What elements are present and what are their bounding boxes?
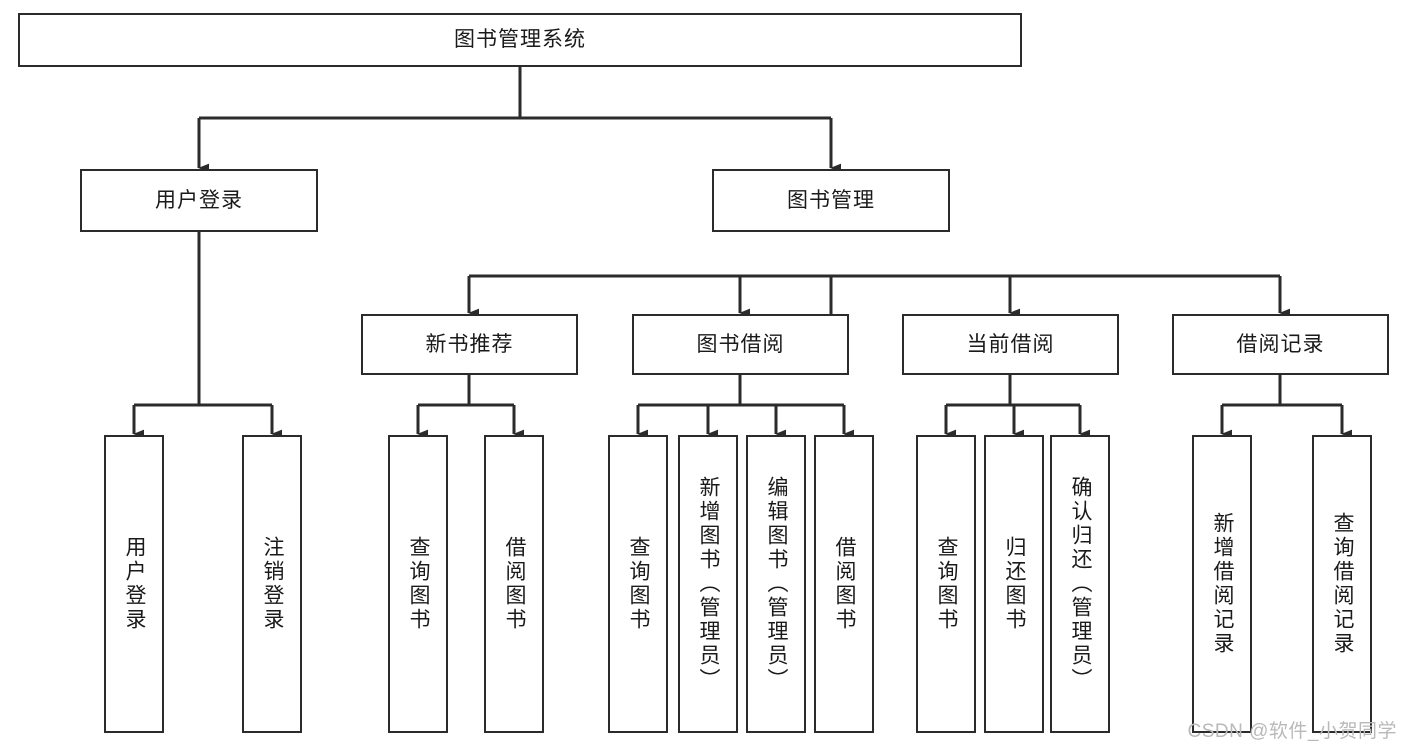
- node-book-manage-label: 图书管理: [787, 188, 875, 212]
- node-current-borrow-label: 当前借阅: [966, 332, 1055, 356]
- node-leaf-query-borrow-record[interactable]: 查询借阅记录: [1312, 435, 1372, 733]
- node-leaf-borrow-book-1-label: 借阅图书: [503, 536, 527, 632]
- node-leaf-query-book-2[interactable]: 查询图书: [608, 435, 668, 733]
- node-leaf-query-book-1[interactable]: 查询图书: [388, 435, 448, 733]
- node-leaf-add-book-admin-label: 新增图书（管理员）: [697, 476, 721, 692]
- node-leaf-return-book[interactable]: 归还图书: [984, 435, 1044, 733]
- node-new-book-recommend-label: 新书推荐: [425, 332, 514, 356]
- node-leaf-edit-book-admin-label: 编辑图书（管理员）: [765, 476, 789, 692]
- node-borrow-record[interactable]: 借阅记录: [1172, 314, 1389, 375]
- node-book-manage[interactable]: 图书管理: [712, 169, 950, 232]
- node-leaf-user-login[interactable]: 用户登录: [104, 435, 164, 733]
- node-book-borrow[interactable]: 图书借阅: [632, 314, 849, 375]
- node-leaf-add-borrow-record-label: 新增借阅记录: [1211, 512, 1235, 656]
- node-leaf-query-book-2-label: 查询图书: [627, 536, 651, 632]
- node-leaf-user-login-label: 用户登录: [123, 536, 147, 632]
- node-leaf-query-book-3[interactable]: 查询图书: [916, 435, 976, 733]
- node-leaf-add-book-admin[interactable]: 新增图书（管理员）: [678, 435, 738, 733]
- node-root-label: 图书管理系统: [454, 28, 586, 52]
- node-new-book-recommend[interactable]: 新书推荐: [361, 314, 578, 375]
- watermark-text: CSDN @软件_小贺同学: [1187, 721, 1397, 742]
- node-leaf-query-book-3-label: 查询图书: [935, 536, 959, 632]
- node-leaf-query-book-1-label: 查询图书: [407, 536, 431, 632]
- node-leaf-borrow-book-2-label: 借阅图书: [833, 536, 857, 632]
- node-leaf-logout-login[interactable]: 注销登录: [242, 435, 302, 733]
- node-current-borrow[interactable]: 当前借阅: [902, 314, 1119, 375]
- node-leaf-query-borrow-record-label: 查询借阅记录: [1331, 512, 1355, 656]
- node-root[interactable]: 图书管理系统: [18, 13, 1022, 67]
- node-borrow-record-label: 借阅记录: [1236, 332, 1325, 356]
- node-leaf-return-book-label: 归还图书: [1003, 536, 1027, 632]
- node-leaf-add-borrow-record[interactable]: 新增借阅记录: [1192, 435, 1252, 733]
- node-leaf-logout-login-label: 注销登录: [261, 536, 285, 632]
- node-leaf-confirm-return-admin[interactable]: 确认归还（管理员）: [1050, 435, 1110, 733]
- node-leaf-borrow-book-2[interactable]: 借阅图书: [814, 435, 874, 733]
- node-leaf-edit-book-admin[interactable]: 编辑图书（管理员）: [746, 435, 806, 733]
- node-leaf-borrow-book-1[interactable]: 借阅图书: [484, 435, 544, 733]
- node-leaf-confirm-return-admin-label: 确认归还（管理员）: [1069, 476, 1093, 692]
- node-user-login[interactable]: 用户登录: [80, 169, 318, 232]
- node-user-login-label: 用户登录: [155, 188, 243, 212]
- node-book-borrow-label: 图书借阅: [696, 332, 785, 356]
